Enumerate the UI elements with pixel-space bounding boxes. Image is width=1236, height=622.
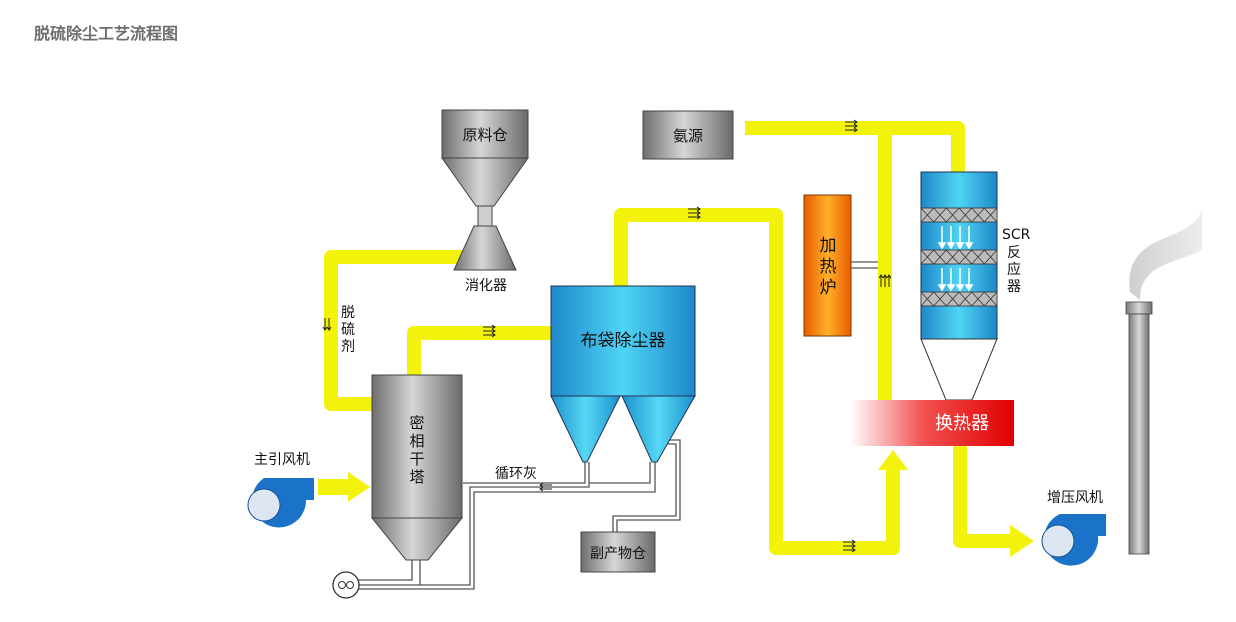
triple-arrow-icon [322, 119, 892, 553]
dense-phase-tower: 密 相 干 塔 [370, 374, 464, 561]
svg-text:硫: 硫 [341, 322, 355, 338]
raw-silo-label: 原料仓 [462, 126, 507, 144]
svg-text:SCR: SCR [1002, 227, 1031, 243]
heat-exchanger-label: 换热器 [935, 413, 989, 434]
svg-text:密: 密 [409, 414, 424, 432]
gas-flow-arrows-icon [937, 226, 974, 292]
raw-material-silo: 原料仓 [441, 109, 529, 227]
svg-text:剂: 剂 [341, 339, 355, 355]
bag-filter-label: 布袋除尘器 [581, 331, 666, 351]
svg-text:器: 器 [1007, 279, 1021, 295]
recycle-ash-label: 循环灰 [495, 466, 537, 482]
ammonia-label: 氨源 [673, 127, 703, 145]
page-title: 脱硫除尘工艺流程图 [34, 24, 179, 43]
filter-to-exchanger-pipe [614, 208, 900, 555]
svg-text:脱: 脱 [341, 305, 355, 321]
svg-text:干: 干 [409, 450, 424, 468]
yellow-pipes [324, 121, 1012, 555]
catalyst-layers [920, 207, 998, 307]
pipe-arrowhead-right [1010, 525, 1034, 557]
bag-filter: 布袋除尘器 [550, 285, 696, 463]
rotary-valve-icon [332, 571, 360, 599]
digester: 消化器 [453, 225, 517, 294]
exchanger-to-fan-pipe [953, 446, 1012, 548]
heat-exchanger: 换热器 [850, 400, 1014, 446]
svg-text:加: 加 [820, 236, 837, 256]
heater-furnace: 加 热 炉 [803, 194, 852, 337]
byproduct-label: 副产物仓 [590, 546, 646, 562]
svg-text:塔: 塔 [409, 468, 424, 486]
centrifugal-fan-icon [247, 478, 314, 528]
svg-text:相: 相 [409, 432, 424, 450]
desulfurizer-label: 脱 硫 剂 [341, 305, 355, 355]
exchanger-to-scr-pipe [878, 121, 965, 400]
recycle-lines [358, 261, 878, 590]
svg-text:应: 应 [1007, 261, 1021, 278]
booster-fan-icon [1041, 514, 1106, 566]
main-fan-label: 主引风机 [254, 452, 310, 468]
digester-label: 消化器 [465, 278, 507, 294]
ammonia-source: 氨源 [642, 110, 734, 160]
booster-fan-label: 增压风机 [1047, 490, 1103, 506]
svg-text:热: 热 [820, 257, 837, 277]
main-fan-arrowhead [348, 472, 370, 502]
chimney-icon [1125, 208, 1202, 555]
byproduct-silo: 副产物仓 [580, 531, 656, 573]
scr-reactor: SCR 反 应 器 [920, 171, 1031, 401]
svg-text:炉: 炉 [820, 278, 837, 298]
svg-text:反: 反 [1007, 245, 1021, 261]
pipe-arrowhead-up [878, 450, 908, 470]
tower-to-filter-pipe [407, 326, 552, 375]
recycle-arrow-icon [539, 482, 552, 492]
